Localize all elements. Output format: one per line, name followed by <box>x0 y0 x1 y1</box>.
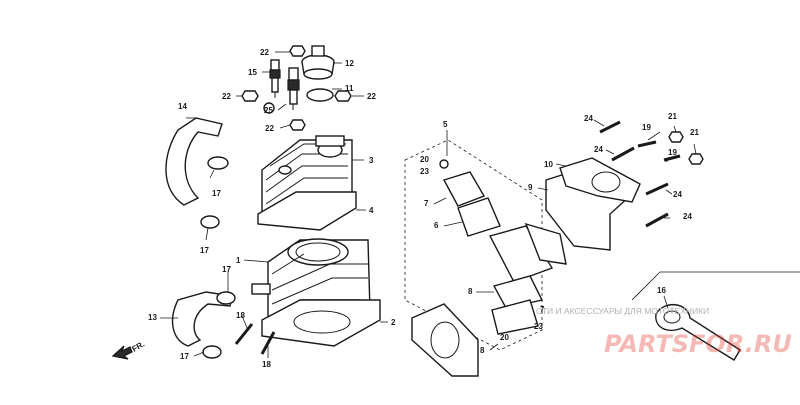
callout-6: 6 <box>434 221 439 230</box>
spark-plug-part <box>269 59 281 98</box>
callout-12: 12 <box>345 59 354 68</box>
upper-water-hose-part <box>165 117 223 206</box>
callout-18: 18 <box>262 360 271 369</box>
front-direction-arrow: FR. <box>111 339 147 360</box>
callout-18: 18 <box>236 311 245 320</box>
callout-17: 17 <box>222 265 231 274</box>
callout-14: 14 <box>178 102 187 111</box>
reed-gasket-port <box>430 321 460 359</box>
reed-gasket-part <box>411 303 479 377</box>
callout-21: 21 <box>668 112 677 121</box>
callout-labels: 22 15 22 25 22 12 11 22 3 4 1 2 14 17 17… <box>148 48 699 369</box>
spark-plug-part-2 <box>287 67 300 110</box>
callout-17: 17 <box>212 189 221 198</box>
callout-8: 8 <box>480 346 485 355</box>
callout-2: 2 <box>391 318 396 327</box>
callout-8: 8 <box>468 287 473 296</box>
callout-20: 20 <box>420 155 429 164</box>
watermark-logo: PARTSFOR.RU <box>604 330 792 358</box>
callout-15: 15 <box>248 68 257 77</box>
callout-5: 5 <box>443 120 448 129</box>
callout-3: 3 <box>369 156 374 165</box>
callout-17: 17 <box>200 246 209 255</box>
callout-21: 21 <box>690 128 699 137</box>
hose-clamp-part <box>200 156 236 359</box>
callout-17: 17 <box>180 352 189 361</box>
o-ring-part <box>306 88 334 102</box>
watermark: СТИ И АКСЕССУАРЫ ДЛЯ МОТОТЕХНИКИ PARTSFO… <box>536 306 792 358</box>
spanner-head <box>663 310 681 324</box>
watermark-tagline: СТИ И АКСЕССУАРЫ ДЛЯ МОТОТЕХНИКИ <box>536 306 709 316</box>
spanner-wrench-part <box>655 304 741 361</box>
base-gasket-bore <box>293 310 351 334</box>
callout-23: 23 <box>420 167 429 176</box>
callout-9: 9 <box>528 183 533 192</box>
callout-1: 1 <box>236 256 241 265</box>
callout-24: 24 <box>584 114 593 123</box>
callout-22: 22 <box>260 48 269 57</box>
base-gasket-part <box>261 299 381 347</box>
manifold-nut-part <box>668 131 704 165</box>
insulator-part <box>559 157 641 203</box>
callout-24: 24 <box>683 212 692 221</box>
callout-10: 10 <box>544 160 553 169</box>
front-label: FR. <box>131 339 147 353</box>
callout-25: 25 <box>264 106 273 115</box>
leader-lines <box>160 51 697 358</box>
callout-20: 20 <box>500 333 509 342</box>
callout-22: 22 <box>367 92 376 101</box>
head-gasket-part <box>257 191 357 231</box>
callout-24: 24 <box>673 190 682 199</box>
callout-11: 11 <box>345 84 354 93</box>
callout-4: 4 <box>369 206 374 215</box>
callout-19: 19 <box>668 148 677 157</box>
temperature-cap-part <box>301 45 335 80</box>
washer-part <box>263 102 275 114</box>
callout-24: 24 <box>594 145 603 154</box>
callout-7: 7 <box>424 199 429 208</box>
reed-valve-frame <box>404 139 543 351</box>
callout-23: 23 <box>534 322 543 331</box>
inset-frame <box>631 271 800 301</box>
callout-22: 22 <box>222 92 231 101</box>
manifold-bolt-part <box>599 120 681 228</box>
callout-19: 19 <box>642 123 651 132</box>
callout-7: 7 <box>540 305 545 314</box>
callout-13: 13 <box>148 313 157 322</box>
stud-bolt-part <box>234 323 276 355</box>
callout-22: 22 <box>265 124 274 133</box>
manifold-port <box>591 171 621 193</box>
reed-valve-part <box>439 159 567 335</box>
callout-16: 16 <box>657 286 666 295</box>
